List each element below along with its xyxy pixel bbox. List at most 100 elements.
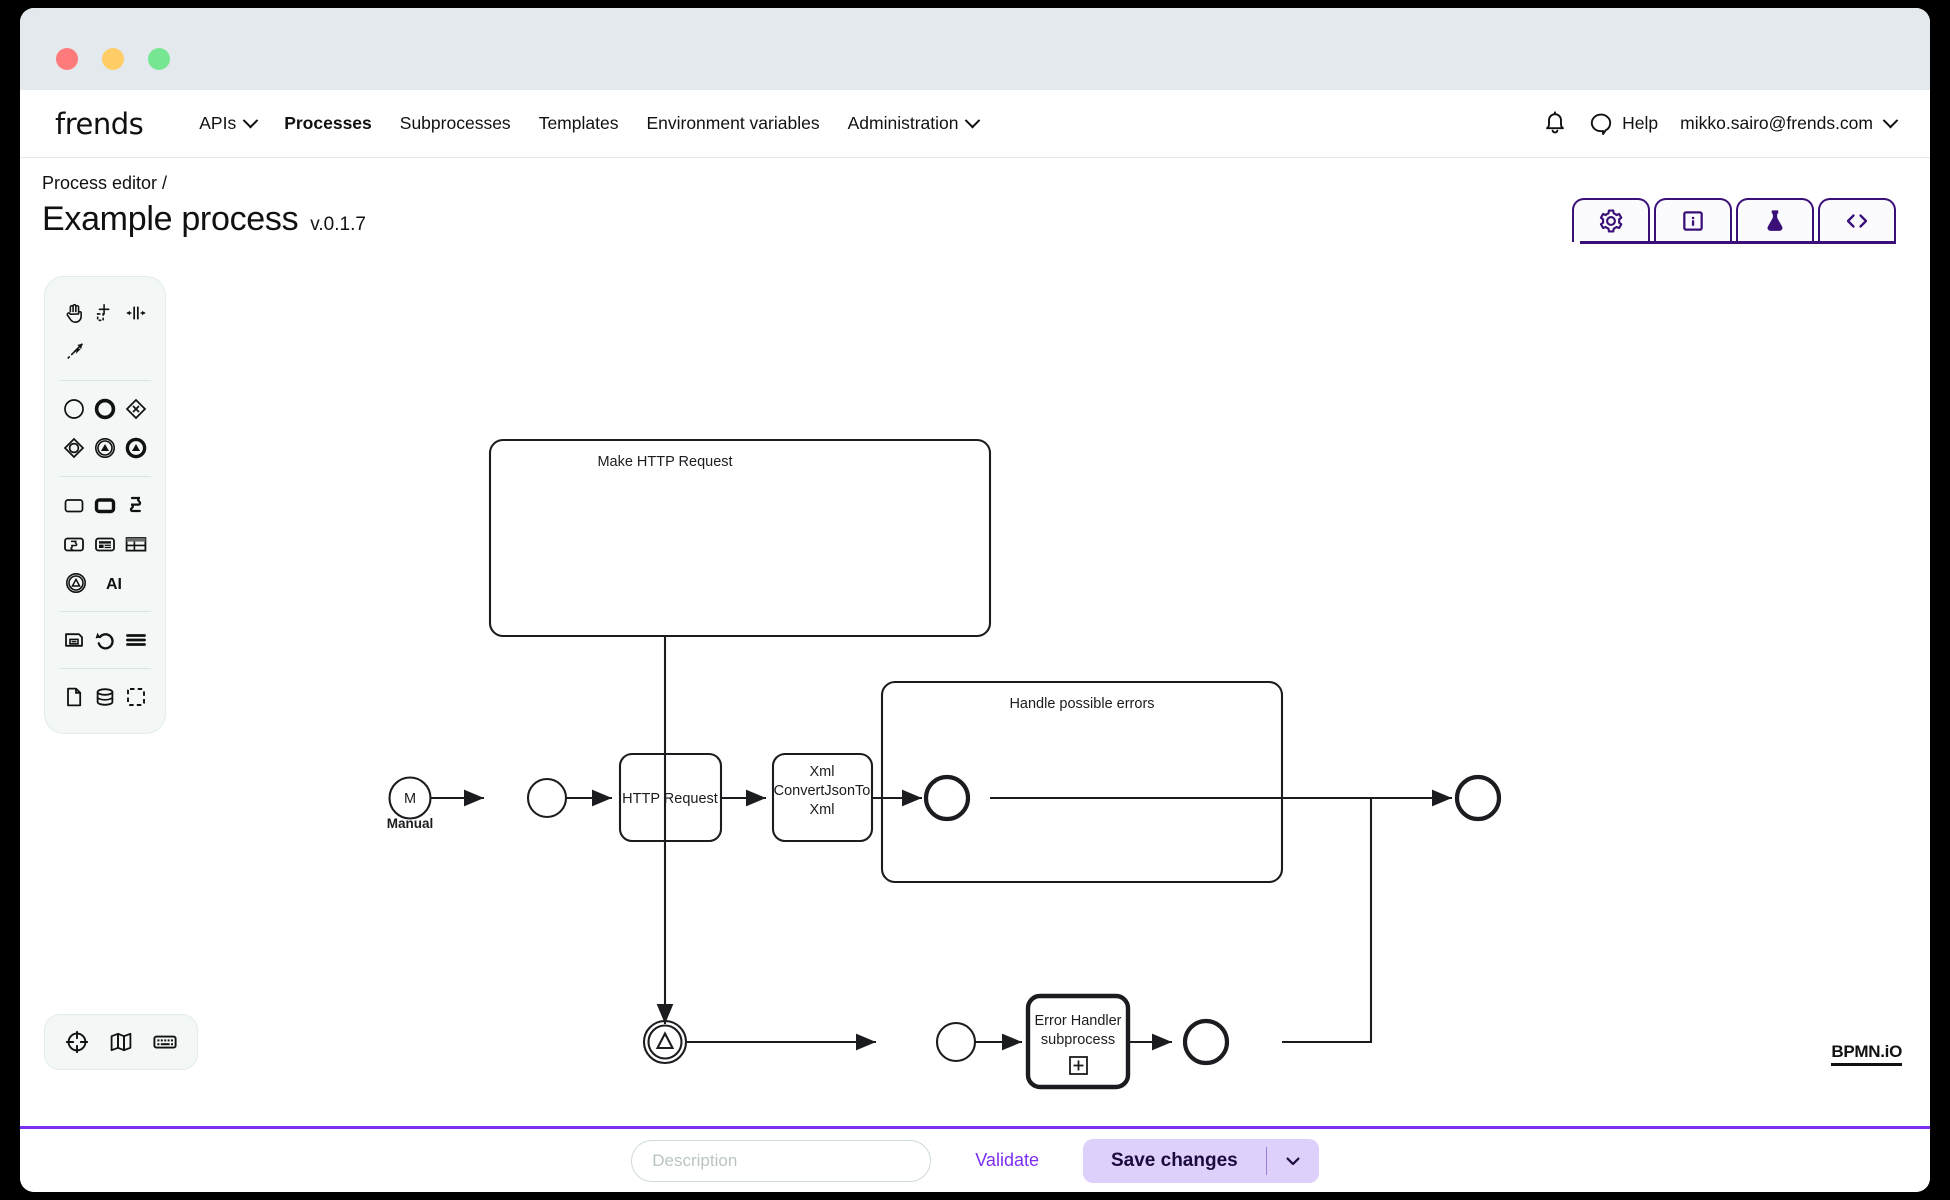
description-input[interactable] [631,1140,931,1182]
editor-bottom-bar: Validate Save changes [20,1126,1930,1192]
nav-item-templates[interactable]: Templates [525,105,633,142]
task-bold-icon[interactable] [90,488,119,522]
nav-item-label: Templates [539,113,619,134]
page-title: Example process [42,200,298,239]
palette-row [45,680,165,714]
palette-divider [59,611,151,612]
pool-title-1: Make HTTP Request [597,454,732,470]
task-label-error-line1: Error Handler [1034,1013,1121,1029]
end-escalation-event-icon[interactable] [122,431,151,465]
svg-text:AI: AI [106,576,122,593]
palette-divider [59,380,151,381]
gateway-inclusive-icon[interactable] [59,431,88,465]
lasso-select-icon[interactable] [90,296,119,330]
space-tool-icon[interactable] [122,296,151,330]
user-task-icon[interactable] [90,527,119,561]
info-tab[interactable] [1654,198,1732,242]
nav-item-administration[interactable]: Administration [834,105,993,142]
close-window-button[interactable] [56,48,78,70]
connect-tool-icon[interactable] [59,335,93,369]
test-tab[interactable] [1736,198,1814,242]
flask-icon [1762,208,1788,234]
window-titlebar [20,8,1930,90]
reset-zoom-icon[interactable] [61,1026,93,1058]
main-navbar: frends APIs Processes Subprocesses Templ… [20,90,1930,158]
palette-row: AI [45,566,165,600]
frends-logo[interactable]: frends [55,107,143,141]
keyboard-shortcuts-icon[interactable] [149,1026,181,1058]
save-icon[interactable] [59,623,88,657]
escalation-event-outer [644,1021,686,1063]
palette-row [45,392,165,426]
inner-end-event-1 [926,777,968,819]
nav-item-apis[interactable]: APIs [185,105,270,142]
document-icon[interactable] [59,680,88,714]
view-tabs-underline [1580,241,1896,244]
expand-plus-icon [1074,1061,1084,1071]
breadcrumb[interactable]: Process editor / [42,173,167,194]
database-icon[interactable] [90,680,119,714]
nav-right-cluster: Help mikko.sairo@frends.com [1543,111,1896,137]
process-end-event [1457,777,1499,819]
bpmn-palette: AI [44,276,166,734]
start-event-icon[interactable] [59,392,88,426]
maximize-window-button[interactable] [148,48,170,70]
nav-links: APIs Processes Subprocesses Templates En… [185,105,992,142]
table-task-icon[interactable] [122,527,151,561]
menu-icon[interactable] [122,623,151,657]
title-row: Example process v.0.1.7 [42,200,366,239]
task-label-xml-line1: Xml [810,764,835,780]
bpmn-diagram: Make HTTP Request Handle possible errors… [20,268,1930,1100]
palette-row [45,623,165,657]
help-button[interactable]: Help [1589,112,1658,136]
chevron-down-icon [965,113,981,129]
notifications-button[interactable] [1543,111,1567,137]
script-task-icon[interactable] [59,527,88,561]
start-event-sublabel: Manual [387,816,434,831]
end-event-icon[interactable] [90,392,119,426]
ai-task-icon[interactable]: AI [95,566,133,600]
start-event-label: M [404,791,416,807]
chevron-down-icon [1883,113,1899,129]
settings-tab[interactable] [1572,198,1650,242]
gateway-xor-icon[interactable] [122,392,151,426]
nav-item-label: Administration [848,113,959,134]
flow-pool2-to-end [1282,798,1371,1042]
task-label-error-line2: subprocess [1041,1032,1115,1048]
bpmn-canvas[interactable]: Make HTTP Request Handle possible errors… [20,268,1930,1100]
info-box-icon [1680,208,1706,234]
task-icon[interactable] [59,488,88,522]
canvas-controls [44,1014,198,1070]
minimap-icon[interactable] [105,1026,137,1058]
help-label: Help [1622,113,1658,134]
save-changes-button[interactable]: Save changes [1083,1139,1266,1183]
script-icon[interactable] [122,488,151,522]
chevron-down-icon [243,113,259,129]
nav-item-subprocesses[interactable]: Subprocesses [386,105,525,142]
palette-row [45,296,165,330]
palette-divider [59,668,151,669]
validate-button[interactable]: Validate [949,1140,1065,1182]
inner-end-event-2 [1185,1021,1227,1063]
bpmnio-logo[interactable]: BPMN.iO [1831,1042,1902,1066]
nav-item-label: Environment variables [646,113,819,134]
intermediate-throw-event-icon[interactable] [90,431,119,465]
pool-handle-possible-errors [882,682,1282,882]
save-changes-group: Save changes [1083,1139,1319,1183]
minimize-window-button[interactable] [102,48,124,70]
code-tab[interactable] [1818,198,1896,242]
nav-item-environment-variables[interactable]: Environment variables [632,105,833,142]
save-options-button[interactable] [1267,1139,1319,1183]
palette-row [45,431,165,465]
nav-item-label: Processes [284,113,372,134]
process-version: v.0.1.7 [310,214,366,236]
nav-item-processes[interactable]: Processes [270,105,386,142]
escalation-event-icon[interactable] [59,566,93,600]
gear-icon [1598,208,1624,234]
group-icon[interactable] [122,680,151,714]
undo-icon[interactable] [90,623,119,657]
user-email: mikko.sairo@frends.com [1680,113,1873,134]
user-menu-button[interactable]: mikko.sairo@frends.com [1680,113,1896,134]
palette-row [45,527,165,561]
hand-tool-icon[interactable] [59,296,88,330]
